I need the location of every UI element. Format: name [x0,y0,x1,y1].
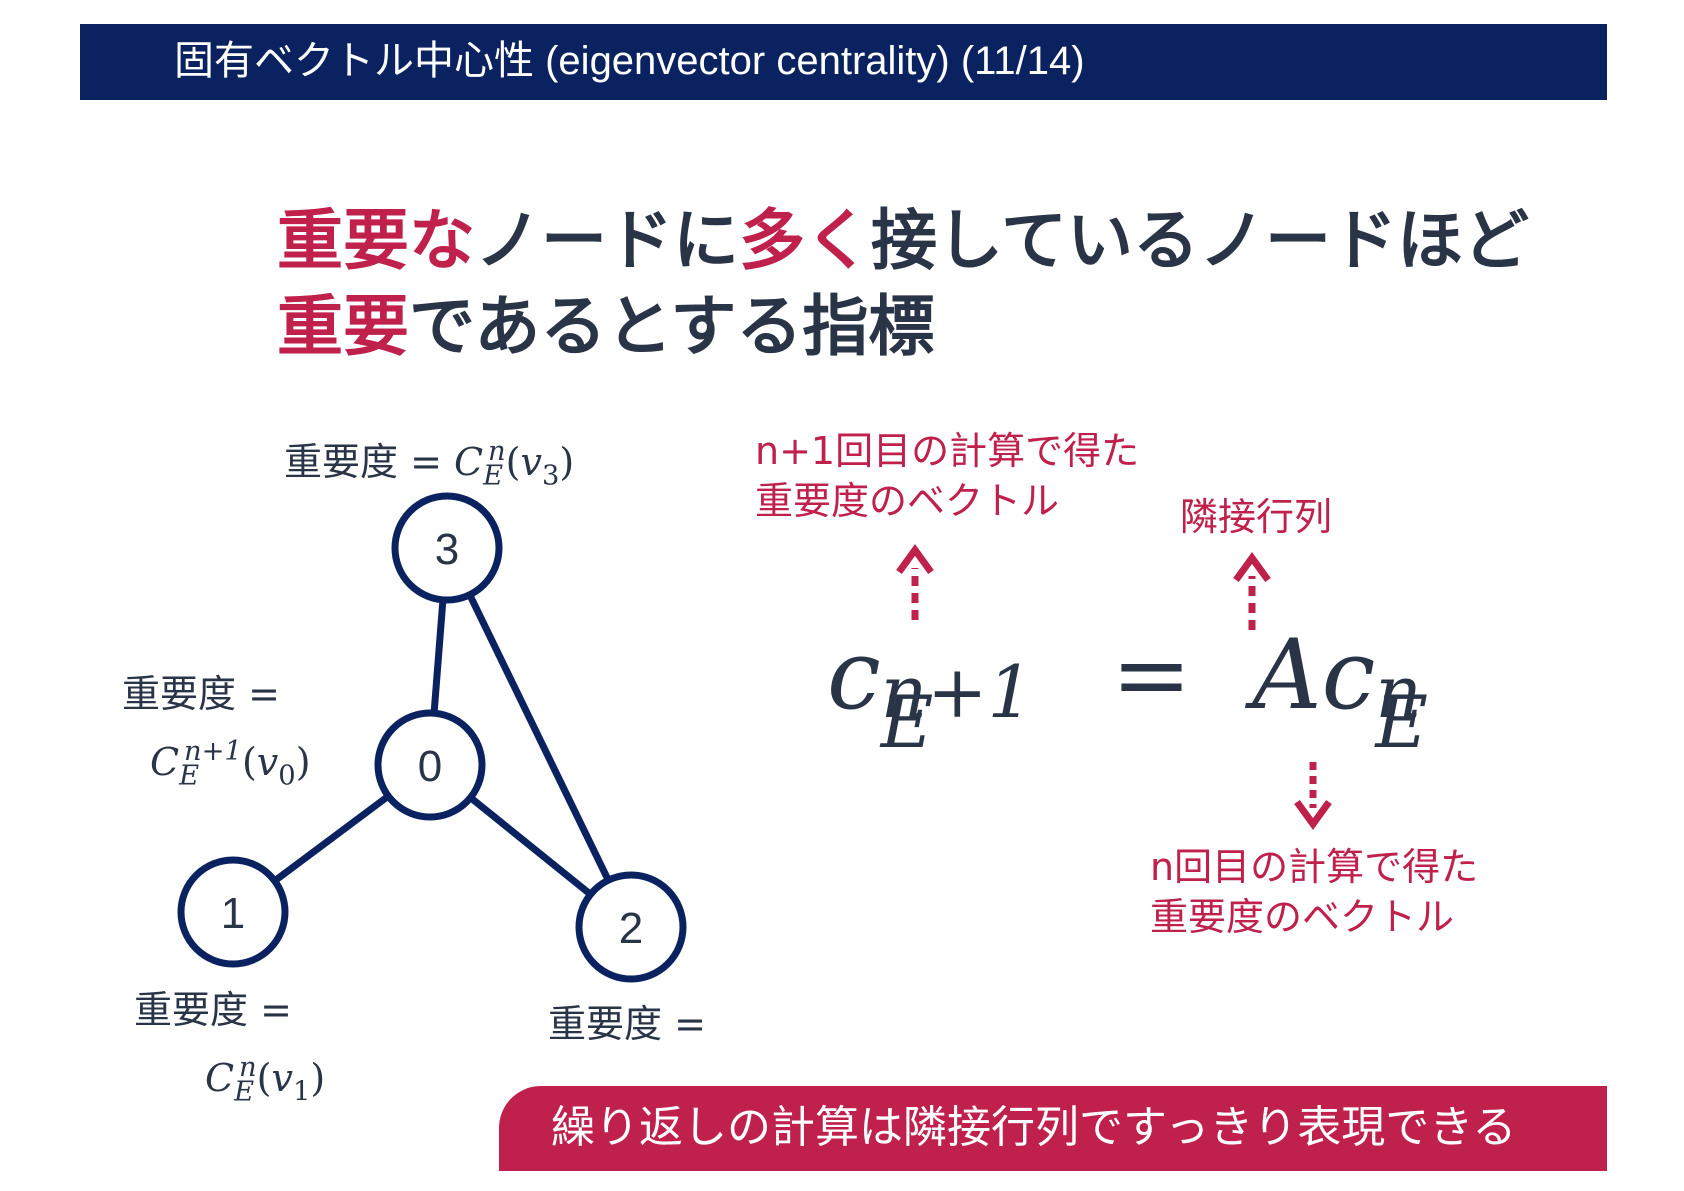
eq-rhs-a: A [1252,619,1322,731]
headline-line-1: 重要なノードに多く接しているノードほど [277,198,1529,284]
math-c-e-n1-v0: CEn+1(v0) [150,736,311,792]
headline-text: ノードに [475,202,739,279]
headline-highlight-important: 重要 [277,288,409,365]
eq-rhs-c: c [1321,619,1376,731]
math-c-e-n-v1: CEn(v1) [205,1052,326,1108]
annotation-adjacency-matrix: 隣接行列 [1180,495,1333,539]
importance-label-node-0-line1: 重要度 = [122,672,280,716]
headline-highlight-important: 重要 [277,202,409,279]
node-1 [177,856,289,968]
node-label-0: 0 [418,742,442,791]
title-bar: 固有ベクトル中心性 (eigenvector centrality) (11/1… [80,24,1607,100]
summary-banner: 繰り返しの計算は隣接行列ですっきり表現できる [499,1086,1607,1171]
importance-label-node-1-line1: 重要度 = [134,988,292,1032]
headline-text: であるとする指標 [409,288,935,365]
eq-lhs-sup: n+1 [880,650,1034,734]
node-label-3: 3 [435,525,459,574]
node-0 [374,709,486,821]
node-2 [575,871,687,983]
annotation-current-vector: n回目の計算で得た 重要度のベクトル [1150,845,1479,939]
node-label-1: 1 [221,889,245,938]
edge-2-3 [443,546,635,929]
importance-label-node-3: 重要度 = CEn(v3) [284,436,575,492]
math-c-e-n-v3: CEn(v3) [454,436,575,492]
importance-label-node-0-line2: CEn+1(v0) [150,728,311,801]
eq-rhs-sup: n [1375,650,1422,734]
eq-lhs-c: c [827,619,881,731]
summary-banner-text: 繰り返しの計算は隣接行列ですっきり表現できる [551,1102,1517,1153]
arrow-head-current-vector [1294,799,1332,830]
node-3 [391,492,503,604]
annotation-next-vector: n+1回目の計算で得た 重要度のベクトル [755,429,1140,523]
eq-rhs-sub: E [1375,680,1428,764]
headline-text: 接しているノードほど [871,202,1530,279]
headline-highlight-na: な [409,202,475,279]
headline-highlight-many: 多く [739,202,871,279]
importance-label-node-2: 重要度 = [548,1002,706,1046]
headline: 重要なノードに多く接しているノードほど 重要であるとする指標 [277,198,1529,370]
slide-title: 固有ベクトル中心性 (eigenvector centrality) (11/1… [174,39,1085,83]
headline-line-2: 重要であるとする指標 [277,284,1529,370]
eq-equals: = [1111,619,1192,731]
arrow-head-adjacency [1233,552,1271,583]
eq-lhs-sub: E [880,680,934,764]
importance-label-node-1-line2: CEn(v1) [205,1044,325,1117]
node-label-2: 2 [619,904,643,953]
arrow-head-next-vector [896,544,934,575]
